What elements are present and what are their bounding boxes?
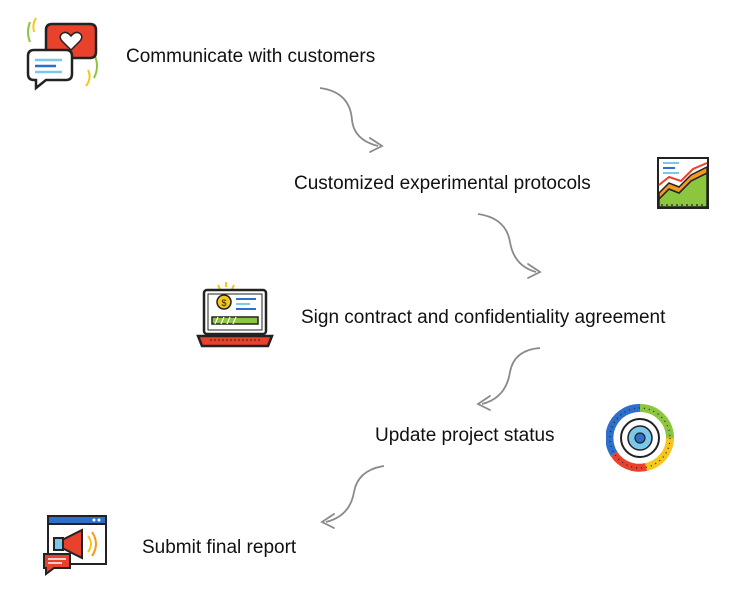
svg-text:$: $ — [221, 298, 226, 308]
step-4-label: Update project status — [375, 425, 555, 446]
step-3-label: Sign contract and confidentiality agreem… — [301, 307, 666, 328]
megaphone-window-icon — [42, 514, 112, 578]
arrow-3-icon — [476, 347, 541, 411]
line-chart-icon — [655, 155, 711, 211]
arrow-4-icon — [320, 465, 385, 529]
step-1-label: Communicate with customers — [126, 46, 376, 67]
laptop-payment-icon: $ — [196, 280, 274, 354]
step-2-label: Customized experimental protocols — [294, 173, 591, 194]
donut-eye-icon — [605, 403, 674, 472]
arrow-1-icon — [319, 87, 384, 153]
chat-heart-icon — [22, 14, 102, 94]
step-5-label: Submit final report — [142, 537, 297, 558]
arrow-2-icon — [477, 213, 542, 279]
